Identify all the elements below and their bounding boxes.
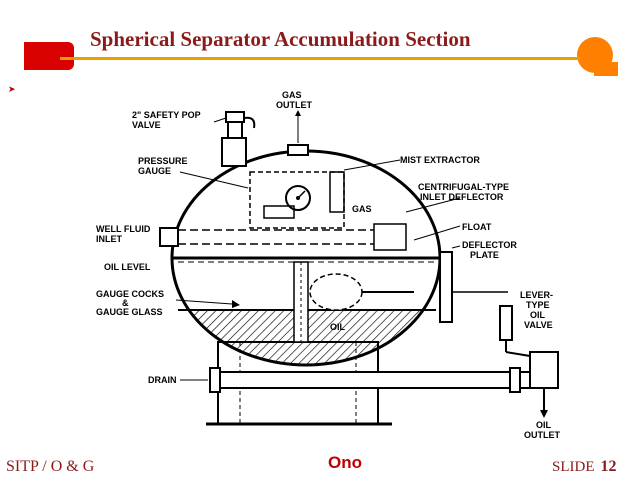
label-gauge-glass: GAUGE GLASS [96, 307, 163, 317]
footer-author: Ono [328, 453, 362, 472]
label-inlet-deflector: CENTRIFUGAL-TYPE [418, 182, 509, 192]
label-lever-valve: OIL [530, 310, 546, 320]
footer-slide-number: SLIDE 12 [552, 458, 617, 476]
label-oil-outlet: OUTLET [524, 430, 560, 440]
bullet-marker: ➤ [8, 84, 16, 94]
label-safety-valve: VALVE [132, 120, 161, 130]
lever-oil-valve [452, 291, 559, 389]
label-lever-valve: LEVER- [520, 290, 553, 300]
footer-organization: SITP / O & G [6, 458, 95, 475]
label-oil-level: OIL LEVEL [104, 262, 151, 272]
drain-pipe [180, 367, 548, 418]
label-deflector-plate: PLATE [470, 250, 499, 260]
label-inlet-deflector: INLET DEFLECTOR [420, 192, 504, 202]
label-drain: DRAIN [148, 375, 177, 385]
well-fluid-inlet-pipe [159, 197, 461, 251]
title-underline [60, 57, 580, 60]
mist-extractor [249, 159, 401, 229]
label-oil: OIL [330, 322, 346, 332]
label-gas-outlet: GAS [282, 90, 302, 100]
label-well-fluid-inlet: WELL FLUID [96, 224, 151, 234]
label-gauge-cocks: & [122, 298, 129, 308]
float [309, 225, 461, 311]
slide-title: Spherical Separator Accumulation Section [90, 27, 471, 51]
label-well-fluid-inlet: INLET [96, 234, 123, 244]
label-pressure-gauge: GAUGE [138, 166, 171, 176]
label-lever-valve: TYPE [526, 300, 550, 310]
slide-label: SLIDE [552, 459, 595, 475]
label-gas-outlet: OUTLET [276, 100, 312, 110]
pressure-gauge [179, 171, 311, 219]
safety-pop-valve [213, 111, 256, 167]
left-decoration-shape [24, 42, 74, 70]
label-deflector-plate: DEFLECTOR [462, 240, 517, 250]
label-mist-extractor: MIST EXTRACTOR [400, 155, 480, 165]
label-safety-valve: 2" SAFETY POP [132, 110, 201, 120]
label-float: FLOAT [462, 222, 492, 232]
deflector-plate [439, 245, 461, 323]
right-decoration-shape [577, 37, 618, 76]
label-pressure-gauge: PRESSURE [138, 156, 188, 166]
label-gauge-cocks: GAUGE COCKS [96, 289, 164, 299]
gas-outlet-nozzle [287, 110, 309, 156]
slide-number: 12 [600, 458, 617, 475]
gauge-glass [175, 261, 309, 343]
label-gas: GAS [352, 204, 372, 214]
label-oil-outlet: OIL [536, 420, 552, 430]
label-lever-valve: VALVE [524, 320, 553, 330]
